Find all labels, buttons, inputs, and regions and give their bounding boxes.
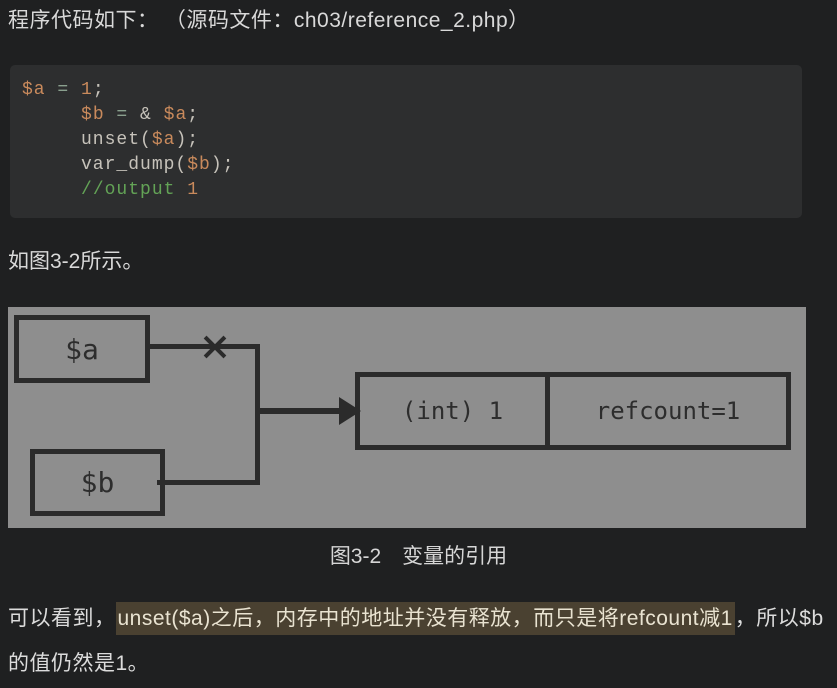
code-line: $a = 1;	[22, 78, 792, 103]
code-line: var_dump($b);	[22, 153, 792, 178]
var-a-box: $a	[14, 315, 150, 383]
figure-caption: 图3-2 变量的引用	[329, 545, 508, 568]
memory-diagram: $a $b (int) 1 refcount=1	[8, 307, 806, 528]
code-line: //output 1	[22, 178, 792, 203]
code-token	[22, 180, 81, 200]
code-block: $a = 1; $b = & $a; unset($a); var_dump($…	[10, 65, 802, 218]
code-token: );	[210, 155, 235, 175]
reference-junction-line	[255, 344, 260, 485]
refcount-label: refcount=1	[595, 397, 741, 425]
intro-text: 程序代码如下： （源码文件：ch03/reference_2.php）	[8, 9, 530, 32]
figure-ref-text: 如图3-2所示。	[8, 250, 144, 273]
highlight-segment: unset($a)之后，内存中的地址并没有释放，而只是将refcount减1	[115, 602, 735, 635]
code-line: $b = & $a;	[22, 103, 792, 128]
code-token: ;	[187, 105, 200, 125]
code-line: unset($a);	[22, 128, 792, 153]
paragraph-segment: 可以看到，	[8, 607, 116, 630]
var-b-label: $b	[80, 466, 115, 499]
body-paragraph: 可以看到，unset($a)之后，内存中的地址并没有释放，而只是将refcoun…	[8, 596, 829, 686]
code-token: //output	[81, 180, 176, 200]
code-token	[22, 105, 81, 125]
unset-cross-icon	[201, 333, 229, 361]
code-token: var_dump(	[22, 155, 188, 175]
reference-arrow-shaft	[260, 408, 342, 414]
code-token: $b	[187, 155, 211, 175]
code-token: $a	[151, 130, 176, 150]
var-b-reference-line	[157, 480, 260, 485]
code-token: =	[45, 80, 82, 100]
code-token: $a	[22, 80, 46, 100]
var-a-label: $a	[65, 332, 99, 366]
code-token: 1	[81, 80, 93, 100]
int-value-cell: (int) 1	[360, 377, 550, 445]
code-token: unset(	[22, 130, 152, 150]
code-token: $b	[81, 105, 105, 125]
int-value-label: (int) 1	[401, 397, 504, 425]
refcount-cell: refcount=1	[550, 377, 786, 445]
value-record-box: (int) 1 refcount=1	[355, 372, 791, 450]
paragraph-segment: ，所以$b的值仍然是1。	[8, 607, 824, 675]
code-token: =	[104, 105, 141, 125]
code-token: ;	[92, 80, 105, 100]
code-token: &	[140, 105, 164, 125]
var-b-box: $b	[30, 449, 165, 516]
code-token: );	[175, 130, 200, 150]
code-token: $a	[163, 105, 188, 125]
reference-arrowhead-icon	[339, 397, 361, 425]
code-token: 1	[175, 180, 200, 200]
